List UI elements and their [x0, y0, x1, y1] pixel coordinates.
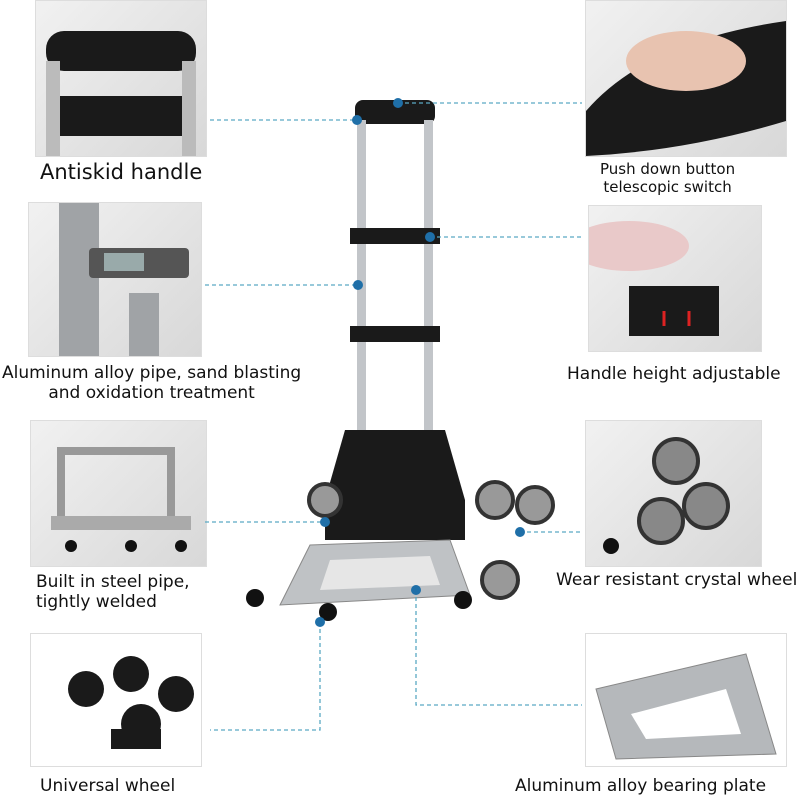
bearing-plate-label: Aluminum alloy bearing plate — [515, 776, 767, 796]
label-line: Aluminum alloy pipe, sand blasting — [2, 363, 302, 383]
leader-lines — [205, 102, 582, 731]
crystal-wheel-label: Wear resistant crystal wheel — [556, 570, 798, 590]
steel-pipe-label: Built in steel pipe, tightly welded — [36, 572, 190, 613]
steel-pipe-photo — [30, 420, 207, 567]
bearing-plate-photo — [585, 633, 787, 767]
callout-dots — [315, 98, 525, 627]
height-adjustable-label: Handle height adjustable — [567, 364, 781, 384]
label-line: Built in steel pipe, — [36, 572, 190, 592]
label-line: telescopic switch — [603, 178, 732, 196]
label-line: tightly welded — [36, 592, 157, 613]
universal-wheel-label: Universal wheel — [40, 776, 176, 796]
antiskid-handle-label: Antiskid handle — [40, 160, 203, 184]
height-adjustable-photo — [588, 205, 762, 352]
push-button-photo — [585, 0, 787, 157]
label-line: Push down button — [600, 160, 736, 178]
crystal-wheel-photo — [585, 420, 762, 567]
trolley — [246, 100, 555, 621]
label-line: and oxidation treatment — [48, 383, 255, 404]
antiskid-handle-photo — [35, 0, 207, 157]
alloy-pipe-photo — [28, 202, 202, 357]
alloy-pipe-label: Aluminum alloy pipe, sand blasting and o… — [2, 363, 301, 404]
push-button-label: Push down button telescopic switch — [600, 160, 735, 196]
universal-wheel-photo — [30, 633, 202, 767]
